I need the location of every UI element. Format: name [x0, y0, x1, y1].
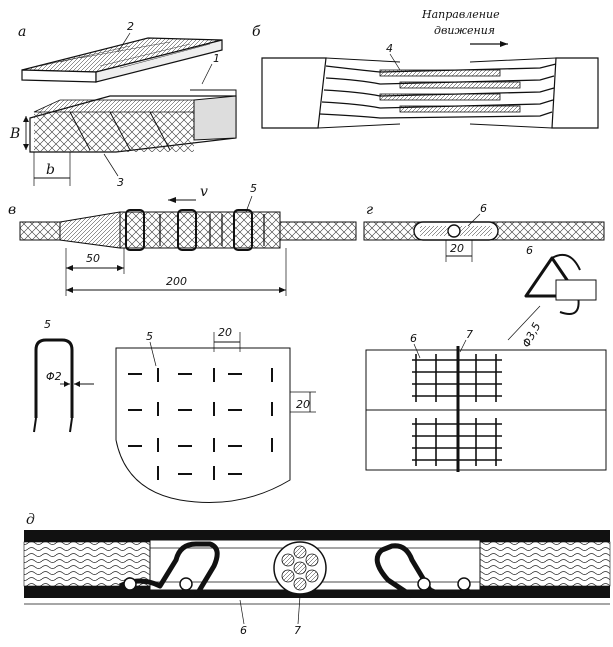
callout-7-d: 7 [294, 624, 301, 637]
callout-4: 4 [386, 42, 393, 55]
panel-label-b: б [252, 24, 261, 40]
direction-line1: Направление [421, 8, 500, 21]
dim-phi35: Φ3,5 [520, 320, 544, 349]
dim-200: 200 [166, 275, 187, 288]
callout-5-v: 5 [250, 182, 257, 195]
dim-B: В [9, 126, 20, 142]
dim-phi2: Φ2 [46, 370, 62, 383]
dim-b: b [46, 162, 55, 178]
panel-label-g: г [366, 202, 373, 218]
speed-label: v [200, 184, 208, 200]
callout-6-d: 6 [240, 624, 247, 637]
dim-20-g: 20 [450, 242, 464, 255]
panel-a: а В b 2 1 3 [9, 20, 237, 189]
dim-20-pattern-h: 20 [218, 326, 232, 339]
callout-3: 3 [117, 176, 124, 189]
callout-5-staple: 5 [44, 318, 51, 331]
callout-6-g: 6 [480, 202, 487, 215]
panel-label-a: а [18, 24, 26, 40]
callout-7-plan: 7 [466, 328, 473, 341]
panel-v: в v 5 50 200 [8, 182, 357, 296]
panel-d: д 6 7 [23, 512, 611, 637]
panel-b: б Направление движения 4 [252, 8, 599, 129]
dim-50: 50 [86, 252, 100, 265]
direction-line2: движения [434, 24, 495, 37]
dim-20-pattern-v: 20 [296, 398, 310, 411]
callout-6-link: 6 [526, 244, 533, 257]
callout-5-pattern: 5 [146, 330, 153, 343]
panel-g: г 6 20 6 Φ3,5 [363, 202, 605, 350]
staple-detail: 5 Φ2 [33, 318, 94, 433]
hinge-plan: 6 7 [365, 328, 607, 472]
panel-label-v: в [8, 202, 16, 218]
callout-2: 2 [127, 20, 134, 33]
callout-6-plan: 6 [410, 332, 417, 345]
staple-pattern: 5 20 20 [115, 326, 316, 503]
callout-1: 1 [213, 52, 220, 65]
panel-label-d: д [26, 512, 35, 528]
